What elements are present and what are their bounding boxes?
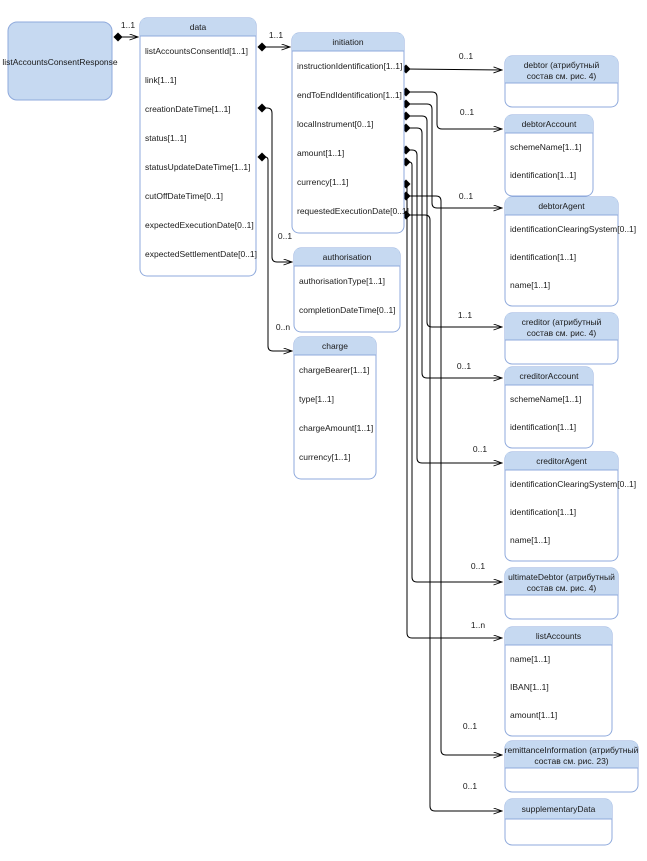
- relation-multiplicity: 0..n: [276, 322, 290, 332]
- class-node-listAccounts[interactable]: listAccounts name[1..1] IBAN[1..1] amount[1…: [504, 626, 613, 737]
- class-node-remittanceInformation[interactable]: remittanceInformation (атрибутныйсостав …: [504, 740, 639, 793]
- class-attribute: amount[1..1]: [510, 710, 557, 720]
- class-attribute: expectedSettlementDate[0..1]: [145, 249, 257, 259]
- class-attribute: identification[1..1]: [510, 252, 576, 262]
- relation-initiation-to-creditorAgent: 0..1: [401, 145, 502, 463]
- class-attribute: cutOffDateTime[0..1]: [145, 191, 223, 201]
- relation-multiplicity: 0..1: [463, 781, 477, 791]
- class-attribute: name[1..1]: [510, 535, 550, 545]
- relation-multiplicity: 0..1: [460, 107, 474, 117]
- relation-multiplicity: 0..1: [473, 444, 487, 454]
- class-title-line2: состав см. рис. 4): [527, 328, 597, 338]
- relation-data-to-authorisation: 0..1: [257, 103, 292, 262]
- class-attribute: name[1..1]: [510, 654, 550, 664]
- class-title: supplementaryData: [522, 804, 596, 814]
- class-title: creditorAccount: [519, 371, 579, 381]
- class-node-debtorAccount[interactable]: debtorAccount schemeName[1..1] identificat…: [504, 114, 594, 197]
- relation-initiation-to-debtor: 0..1: [401, 51, 502, 74]
- relation-multiplicity: 0..1: [457, 361, 471, 371]
- class-attribute: authorisationType[1..1]: [299, 276, 385, 286]
- relation-multiplicity: 1..1: [269, 30, 283, 40]
- class-attribute: identification[1..1]: [510, 170, 576, 180]
- class-title: creditorAgent: [536, 456, 587, 466]
- relation-edges: 1..1 1..1 0..1 0..n 0..1 0..1 0..1 1..1 0..1 0..1…: [113, 20, 502, 811]
- class-title: remittanceInformation (атрибутный: [505, 745, 639, 755]
- class-title: debtorAccount: [522, 119, 577, 129]
- relation-multiplicity: 1..n: [471, 620, 485, 630]
- class-attribute: name[1..1]: [510, 280, 550, 290]
- class-node-supplementaryData[interactable]: supplementaryData: [504, 798, 613, 846]
- class-node-authorisation[interactable]: authorisation authorisationType[1..1] comp…: [293, 247, 401, 333]
- relation-multiplicity: 1..1: [458, 310, 472, 320]
- class-attribute: currency[1..1]: [297, 177, 349, 187]
- class-title: initiation: [332, 37, 363, 47]
- class-title: data: [190, 22, 207, 32]
- relation-root-to-data: 1..1: [113, 20, 138, 42]
- class-node-listAccountsConsentResponse[interactable]: listAccountsConsentResponse: [2, 21, 118, 101]
- class-node-initiation[interactable]: initiation instructionIdentification[1..1…: [291, 32, 409, 234]
- class-title: debtorAgent: [538, 201, 585, 211]
- relation-data-to-charge: 0..n: [257, 152, 292, 351]
- relation-multiplicity: 0..1: [459, 51, 473, 61]
- class-node-charge[interactable]: charge chargeBearer[1..1] type[1..1] charge…: [293, 336, 377, 480]
- class-attribute: instructionIdentification[1..1]: [297, 61, 402, 71]
- class-attribute: listAccountsConsentId[1..1]: [145, 46, 248, 56]
- class-attribute: status[1..1]: [145, 133, 187, 143]
- relation-multiplicity: 0..1: [278, 231, 292, 241]
- class-title-line2: состав см. рис. 4): [527, 583, 597, 593]
- class-attribute: chargeBearer[1..1]: [299, 365, 369, 375]
- class-title: authorisation: [323, 252, 372, 262]
- class-title: ultimateDebtor (атрибутный: [508, 572, 615, 582]
- class-nodes: listAccountsConsentResponse data listAccou…: [2, 17, 639, 846]
- class-title: debtor (атрибутный: [524, 60, 600, 70]
- class-attribute: statusUpdateDateTime[1..1]: [145, 162, 251, 172]
- class-attribute: link[1..1]: [145, 75, 177, 85]
- class-attribute: endToEndIdentification[1..1]: [297, 90, 402, 100]
- class-title: listAccounts: [536, 631, 581, 641]
- class-attribute: completionDateTime[0..1]: [299, 305, 396, 315]
- class-attribute: chargeAmount[1..1]: [299, 423, 373, 433]
- relation-multiplicity: 0..1: [463, 721, 477, 731]
- class-attribute: schemeName[1..1]: [510, 142, 581, 152]
- class-attribute: identificationClearingSystem[0..1]: [510, 479, 636, 489]
- class-attribute: identification[1..1]: [510, 422, 576, 432]
- class-title-line2: состав см. рис. 4): [527, 71, 597, 81]
- class-attribute: expectedExecutionDate[0..1]: [145, 220, 254, 230]
- relation-multiplicity: 0..1: [459, 191, 473, 201]
- class-node-debtorAgent[interactable]: debtorAgent identificationClearingSystem[…: [504, 196, 636, 307]
- relation-multiplicity: 1..1: [121, 20, 135, 30]
- class-node-data[interactable]: data listAccountsConsentId[1..1] link[1..1…: [139, 17, 257, 277]
- class-attribute: schemeName[1..1]: [510, 394, 581, 404]
- relation-data-to-initiation: 1..1: [257, 30, 290, 52]
- class-attribute: requestedExecutionDate[0..1]: [297, 206, 409, 216]
- class-title: charge: [322, 341, 348, 351]
- class-node-creditorAgent[interactable]: creditorAgent identificationClearingSyste…: [504, 451, 636, 562]
- class-node-creditorAccount[interactable]: creditorAccount schemeName[1..1] identific…: [504, 366, 594, 449]
- class-attribute: currency[1..1]: [299, 452, 351, 462]
- root-label: listAccountsConsentResponse: [2, 57, 118, 67]
- class-attribute: identificationClearingSystem[0..1]: [510, 224, 636, 234]
- class-attribute: amount[1..1]: [297, 148, 344, 158]
- class-attribute: IBAN[1..1]: [510, 682, 549, 692]
- class-title-line2: состав см. рис. 23): [534, 756, 608, 766]
- class-attribute: identification[1..1]: [510, 507, 576, 517]
- relation-initiation-to-debtorAccount: 0..1: [401, 87, 502, 129]
- relation-multiplicity: 0..1: [471, 561, 485, 571]
- class-attribute: creationDateTime[1..1]: [145, 104, 231, 114]
- class-attribute: type[1..1]: [299, 394, 334, 404]
- class-attribute: localInstrument[0..1]: [297, 119, 374, 129]
- class-title: creditor (атрибутный: [522, 317, 602, 327]
